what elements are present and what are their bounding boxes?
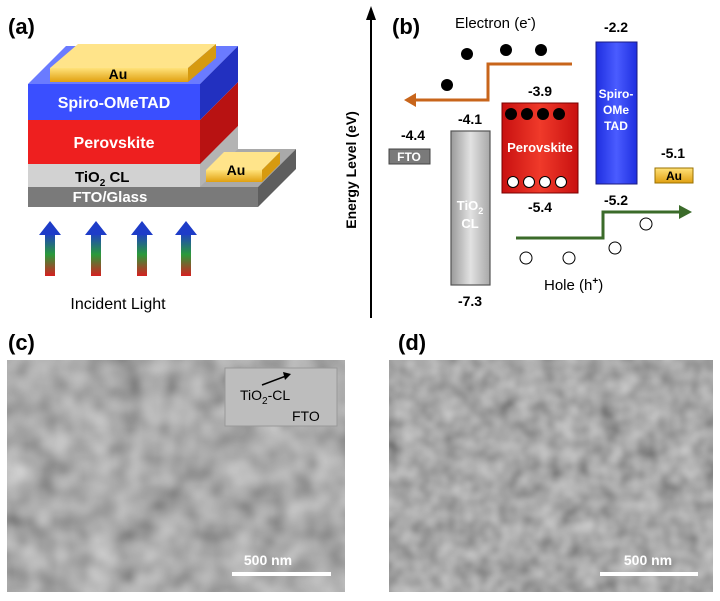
panel-b: (b) Energy Level (eV) Electron (e-) -4.4… (343, 6, 694, 318)
hole-arrowhead (679, 205, 692, 219)
hole-label: Hole (h+) (544, 276, 603, 294)
panel-d-label: (d) (398, 330, 426, 355)
layer-perovskite: Perovskite (28, 82, 238, 164)
incident-light-caption: Incident Light (70, 296, 166, 313)
light-arrow (175, 221, 197, 276)
tio2-homo-value: -7.3 (458, 293, 482, 309)
panel-a-label: (a) (8, 14, 35, 39)
spiro-lumo-value: -2.2 (604, 19, 628, 35)
light-arrow (131, 221, 153, 276)
inset-pointer (261, 375, 287, 386)
hole-dot (608, 241, 622, 255)
layer-tio2-label: TiO2 CL (75, 169, 129, 189)
electron-label: Electron (e-) (455, 14, 536, 32)
perovskite-electrons (505, 108, 565, 120)
panel-c: (c) TiO2-CL FTO 500 nm (7, 330, 345, 592)
layer-au-top-label: Au (109, 66, 128, 82)
hole-dot (519, 251, 533, 265)
hole-dot (539, 176, 551, 188)
hole-dot (562, 251, 576, 265)
tio2-lumo-value: -4.1 (458, 111, 482, 127)
layer-au-top: Au (50, 44, 216, 82)
electron-arrowhead (404, 93, 416, 107)
hole-dots (519, 217, 653, 265)
panel-d: (d) 500 nm (389, 330, 713, 592)
electron-dot (441, 79, 453, 91)
layer-fto-label: FTO/Glass (73, 189, 148, 206)
inset-pointer-head (283, 372, 291, 380)
scale-bar-label-d: 500 nm (624, 552, 672, 568)
fto-bar (388, 148, 431, 165)
spiro-name-line1: Spiro- (599, 87, 634, 101)
tio2-block: -4.1 TiO2 CL -7.3 (450, 111, 491, 309)
energy-axis-label: Energy Level (eV) (343, 111, 359, 229)
electron-transfer-arrow (412, 62, 572, 102)
scale-bar-label-c: 500 nm (244, 552, 292, 568)
au-name: Au (666, 169, 682, 183)
electron-dot (521, 108, 533, 120)
electron-dot (461, 48, 473, 60)
tio2-bar (450, 130, 491, 286)
hole-dot (507, 176, 519, 188)
inset-tio2-label: TiO2-CL (240, 387, 290, 407)
perovskite-block: -3.9 Perovskite -5.4 (501, 83, 579, 215)
light-arrow (85, 221, 107, 276)
tio2-name-line2: CL (461, 216, 478, 231)
spiro-name-line2: OMe (603, 103, 629, 117)
electron-dot (505, 108, 517, 120)
spiro-homo-value: -5.2 (604, 192, 628, 208)
spiro-name-line3: TAD (604, 119, 628, 133)
fto-level: -4.4 FTO (388, 127, 431, 165)
light-arrow (39, 221, 61, 276)
layer-au-side-label: Au (227, 162, 246, 178)
spiro-bar (595, 41, 638, 185)
incident-light-arrows (39, 221, 197, 276)
energy-axis-arrowhead (366, 6, 376, 20)
inset-fto-label: FTO (292, 408, 320, 424)
panel-a: (a) FTO/Glass TiO2 CL Au Perovskite (8, 14, 296, 313)
electron-dot (553, 108, 565, 120)
electron-dot (535, 44, 547, 56)
layer-perovskite-label: Perovskite (74, 135, 155, 152)
scale-bar-c (232, 572, 331, 576)
perovskite-lumo-value: -3.9 (528, 83, 552, 99)
perovskite-homo-value: -5.4 (528, 199, 552, 215)
panel-c-label: (c) (8, 330, 35, 355)
au-bar (654, 167, 694, 184)
fto-value: -4.4 (401, 127, 425, 143)
perovskite-holes (507, 176, 567, 188)
hole-transfer-arrow (516, 210, 680, 240)
electron-dots (441, 44, 547, 91)
hole-dot (555, 176, 567, 188)
au-level: -5.1 Au (654, 145, 694, 184)
hole-dot (639, 217, 653, 231)
tio2-name: TiO2 (457, 198, 483, 216)
layer-au-side: Au (206, 152, 280, 182)
spiro-block: -2.2 Spiro- OMe TAD -5.2 (595, 19, 638, 208)
sem-texture-d (389, 360, 713, 592)
scale-bar-d (600, 572, 698, 576)
electron-dot (537, 108, 549, 120)
fto-name: FTO (397, 150, 421, 164)
hole-dot (523, 176, 535, 188)
layer-spiro-label: Spiro-OMeTAD (58, 95, 171, 112)
panel-b-label: (b) (392, 14, 420, 39)
au-value: -5.1 (661, 145, 685, 161)
perovskite-name: Perovskite (507, 140, 573, 155)
electron-dot (500, 44, 512, 56)
